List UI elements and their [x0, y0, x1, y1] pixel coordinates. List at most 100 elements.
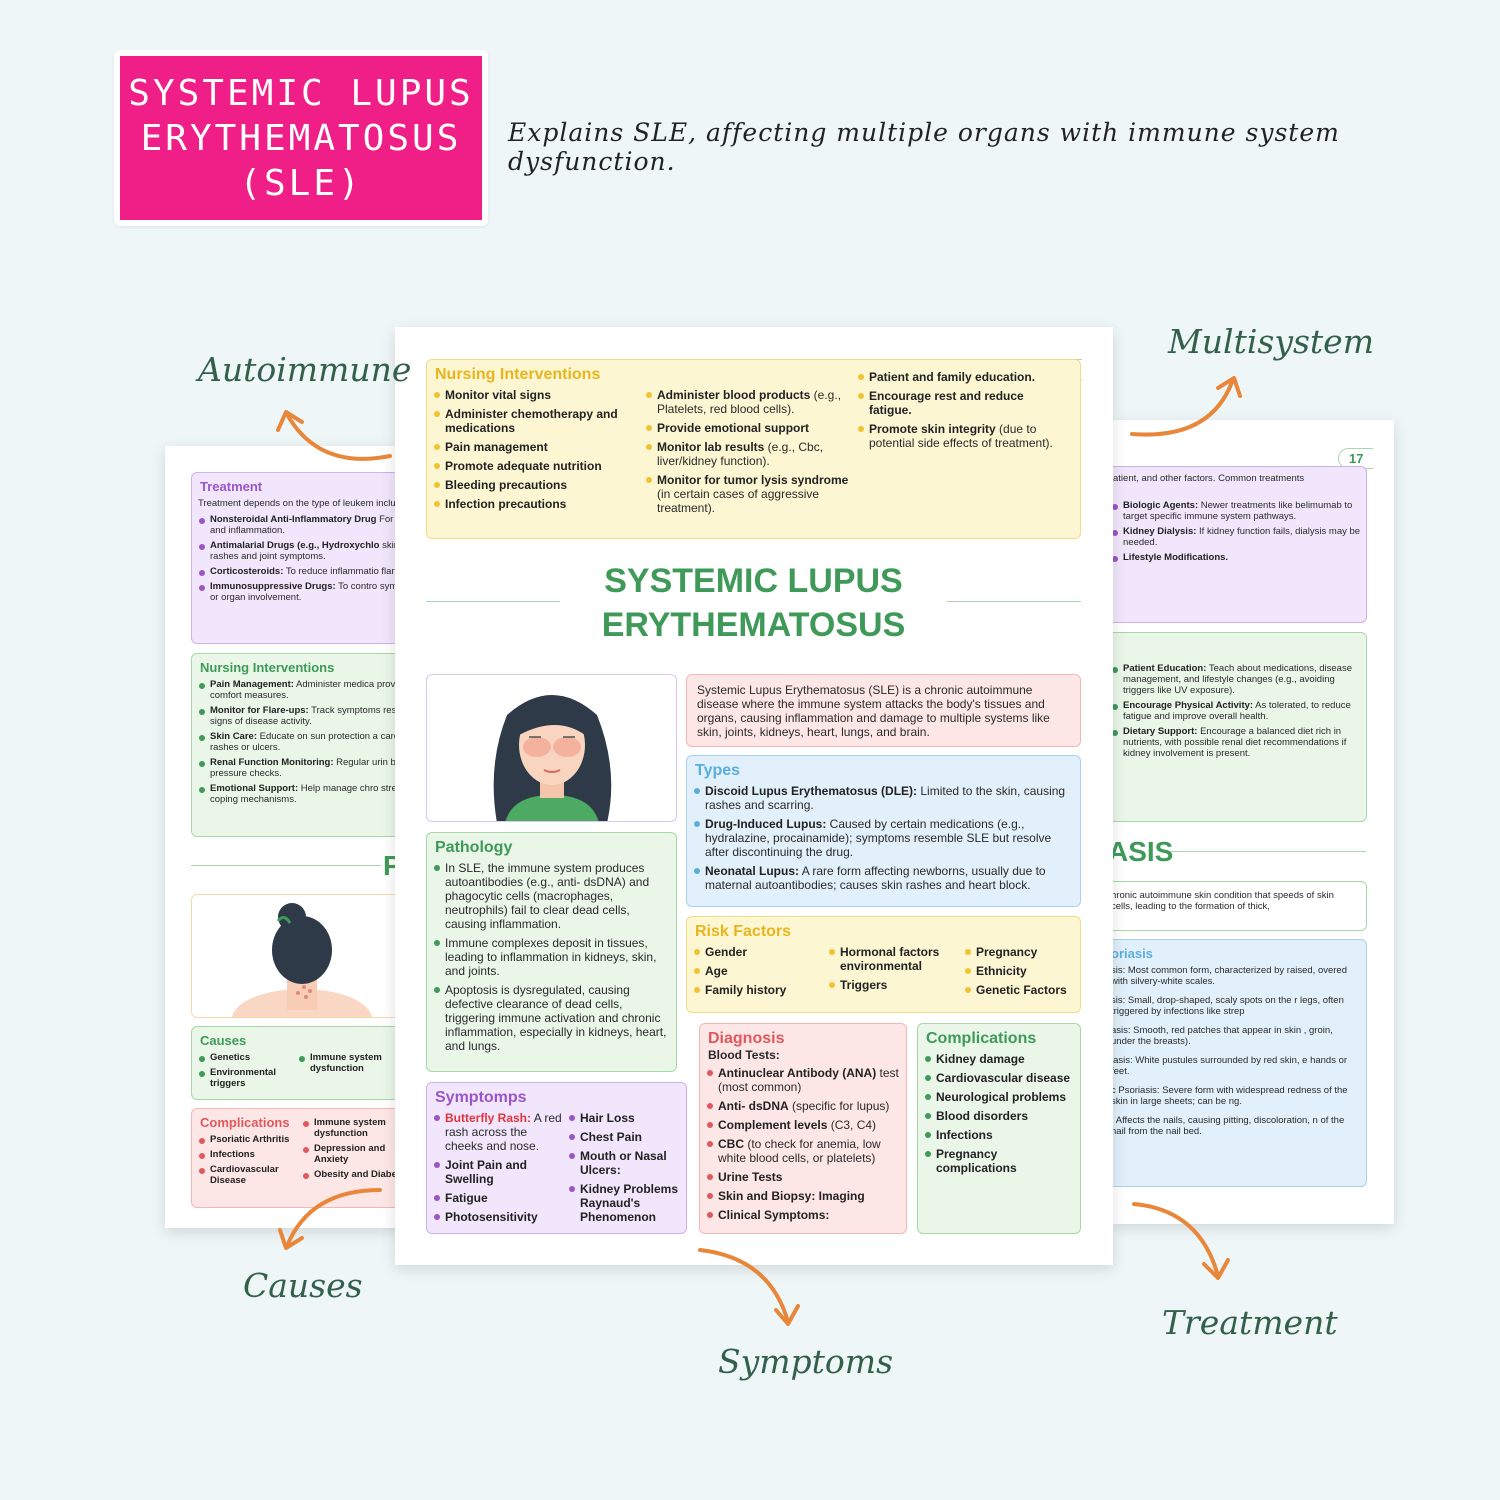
center-divider-left: [426, 601, 560, 602]
nursing-col2-item-text: (e.g., Cbc, liver/kidney function).: [657, 440, 824, 468]
symptoms-col1-item: Photosensitivity: [433, 1210, 568, 1224]
risk-col1-item: Gender: [693, 945, 828, 959]
left-nursing-item-bold: Emotional Support:: [210, 783, 299, 794]
pathology-item: In SLE, the immune system produces autoa…: [433, 861, 668, 931]
complications-item: Blood disorders: [924, 1109, 1074, 1123]
definition-text: Systemic Lupus Erythematosus (SLE) is a …: [697, 683, 1050, 739]
left-illustration-box: [191, 894, 405, 1018]
left-causes-col2-item: Immune system dysfunction: [298, 1052, 398, 1074]
right-treatment-item-bold: Kidney Dialysis:: [1123, 526, 1197, 537]
nursing-col3-item-bold: Encourage rest and reduce fatigue.: [869, 389, 1024, 417]
left-treatment-intro: Treatment depends on the type of leukem …: [198, 498, 405, 509]
symptoms-col1-item-text: Fatigue: [445, 1191, 488, 1205]
title-line-1: SYSTEMIC LUPUS: [128, 72, 474, 114]
types-item-text: Limited to the skin, causing rashes and …: [705, 784, 1066, 812]
diagnosis-item: Complement levels (C3, C4): [706, 1118, 900, 1132]
risk-col3-item-text: Ethnicity: [976, 964, 1027, 978]
left-nursing-item: Emotional Support: Help manage chro stre…: [198, 783, 405, 805]
right-nursing-item-text: As tolerated, to reduce fatigue and impr…: [1123, 700, 1351, 722]
right-types-box: oriasis sis: Most common form, character…: [1112, 939, 1367, 1187]
pathology-list: In SLE, the immune system produces autoa…: [433, 861, 668, 1053]
nursing-col2-item: Provide emotional support: [645, 421, 857, 435]
left-nursing-item-text: Track symptoms results for signs of dise…: [210, 705, 405, 727]
symptoms-col2-item-text: Kidney Problems Raynaud's Phenomenon: [580, 1182, 679, 1224]
callout-autoimmune: Autoimmune: [198, 350, 412, 389]
risk-col1-item: Family history: [693, 983, 828, 997]
diagnosis-subheading: Blood Tests:: [708, 1048, 780, 1062]
left-divider: [191, 865, 381, 866]
left-treatment-item-bold: Immunosuppressive Drugs:: [210, 581, 336, 592]
risk-col1-item-text: Family history: [705, 983, 787, 997]
nursing-col3: Patient and family education. Encourage r…: [857, 370, 1057, 520]
diagnosis-item-text: (specific for lupus): [788, 1099, 890, 1113]
title-card: SYSTEMIC LUPUS ERYTHEMATOSUS (SLE): [114, 50, 488, 226]
symptoms-col2-item-text: Hair Loss: [580, 1111, 635, 1125]
left-causes-col1-item: Genetics: [198, 1052, 298, 1063]
nursing-col3-item: Promote skin integrity (due to potential…: [857, 422, 1057, 450]
diagnosis-item-bold: Antinuclear Antibody (ANA): [718, 1066, 877, 1080]
title-line-2: ERYTHEMATOSUS: [140, 117, 462, 159]
right-treatment-item: Lifestyle Modifications.: [1112, 552, 1366, 563]
left-treatment-item: Corticosteroids: To reduce inflammatio f…: [198, 566, 405, 577]
risk-col3-item-text: Pregnancy: [976, 945, 1038, 959]
diagnosis-item-bold: Skin and Biopsy: Imaging: [718, 1189, 865, 1203]
symptoms-col1-item-text: A red rash across the cheeks and nose.: [445, 1111, 562, 1153]
right-nursing-item-text: Teach about medications, disease managem…: [1123, 663, 1352, 696]
nursing-interventions-heading: Nursing Interventions: [435, 366, 601, 383]
nursing-col2-item-bold: Administer blood products: [657, 388, 811, 402]
right-types-item: iasis: White pustules surrounded by red …: [1112, 1055, 1348, 1077]
right-nursing-list: Patient Education: Teach about medicatio…: [1112, 663, 1358, 759]
left-complications-col2-item-text: Immune system dysfunction: [314, 1117, 386, 1139]
risk-col2-item-text: Triggers: [840, 978, 888, 992]
left-complications-col1-item-text: Infections: [210, 1149, 255, 1160]
right-types-list: sis: Most common form, characterized by …: [1112, 965, 1356, 1137]
right-types-item: c Psoriasis: Severe form with widespread…: [1112, 1085, 1348, 1107]
nursing-col1-item: Pain management: [433, 440, 645, 454]
neck-illustration: [232, 903, 372, 1017]
right-treatment-item-bold: Lifestyle Modifications.: [1123, 552, 1229, 563]
left-complications-col2-item: Depression and Anxiety: [302, 1143, 405, 1165]
risk-col1-item-text: Gender: [705, 945, 748, 959]
pathology-item-text: In SLE, the immune system produces autoa…: [445, 861, 650, 931]
types-box: Types Discoid Lupus Erythematosus (DLE):…: [686, 755, 1081, 907]
callout-causes: Causes: [243, 1266, 363, 1305]
nursing-col3-item-bold: Patient and family education.: [869, 370, 1036, 384]
nursing-col1-item: Monitor vital signs: [433, 388, 645, 402]
nursing-col1-item-text: Monitor vital signs: [445, 388, 552, 402]
arrow-multisystem-head: [1216, 376, 1242, 398]
left-nursing-item-bold: Renal Function Monitoring:: [210, 757, 334, 768]
complications-item: Infections: [924, 1128, 1074, 1142]
right-page-number: 17: [1338, 448, 1374, 469]
nursing-col2-item-text: (in certain cases of aggressive treatmen…: [657, 487, 820, 515]
left-nursing-item-text: Help manage chro stress and coping mecha…: [210, 783, 405, 805]
left-complications-col1-item: Psoriatic Arthritis: [198, 1134, 302, 1145]
complications-item: Neurological problems: [924, 1090, 1074, 1104]
left-causes-col1-item: Environmental triggers: [198, 1067, 298, 1089]
face-illustration-box: [426, 674, 677, 822]
diagnosis-item: CBC (to check for anemia, low white bloo…: [706, 1137, 900, 1165]
right-treatment-item-text: If kidney function fails, dialysis may b…: [1123, 526, 1361, 548]
complications-item: Pregnancy complications: [924, 1147, 1074, 1175]
symptoms-col1-item: Butterfly Rash: A red rash across the ch…: [433, 1111, 568, 1153]
pathology-item: Immune complexes deposit in tissues, lea…: [433, 936, 668, 978]
nursing-col1-item-text: Bleeding precautions: [445, 478, 568, 492]
right-types-item: asis: Smooth, red patches that appear in…: [1112, 1025, 1333, 1047]
callout-symptoms: Symptoms: [718, 1342, 894, 1381]
complications-item: Cardiovascular disease: [924, 1071, 1074, 1085]
risk-factors-heading: Risk Factors: [695, 923, 792, 940]
right-definition-box: hronic autoimmune skin condition that sp…: [1112, 881, 1367, 931]
risk-col2-item-text: Hormonal factors environmental: [840, 945, 940, 973]
right-treatment-list: Biologic Agents: Newer treatments like b…: [1112, 500, 1366, 563]
left-complications-col1-item-text: Cardiovascular Disease: [210, 1164, 279, 1186]
left-treatment-item-bold: Antimalarial Drugs (e.g., Hydroxychlo: [210, 540, 380, 551]
types-item: Neonatal Lupus: A rare form affecting ne…: [693, 864, 1072, 892]
symptoms-col1-item-text: Photosensitivity: [445, 1210, 538, 1224]
types-item-text: Caused by certain medications (e.g., hyd…: [705, 817, 1052, 859]
right-nursing-item-bold: Patient Education:: [1123, 663, 1207, 674]
